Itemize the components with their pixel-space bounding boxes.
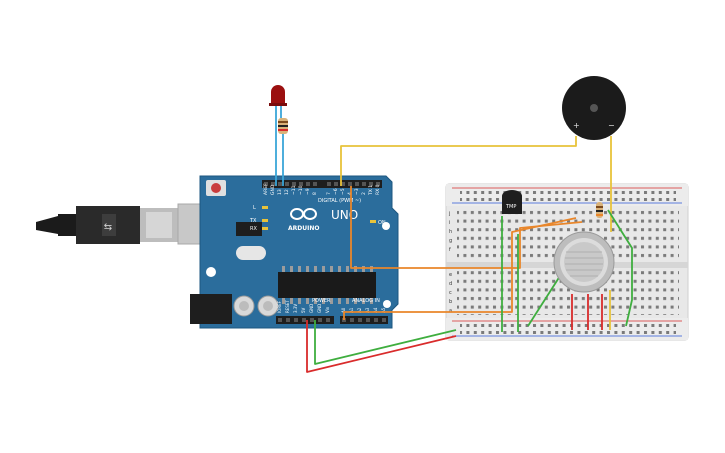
- pin-label: Vin: [325, 306, 330, 313]
- pin-label: A5: [381, 307, 386, 313]
- wires[interactable]: [275, 104, 633, 373]
- digital-header[interactable]: [262, 180, 382, 188]
- pin-label: GND: [270, 184, 276, 195]
- pin-label: 4: [347, 192, 353, 195]
- tmp-sensor-label: TMP: [505, 204, 516, 210]
- pin-label: IOREF: [277, 300, 282, 313]
- atmega-chip: [278, 272, 376, 298]
- digital-header-label: DIGITAL (PWM ~): [318, 198, 361, 204]
- pin-label: ~10: [298, 185, 304, 195]
- wire-green-jumper-3[interactable]: [607, 209, 633, 327]
- pin-label: TX 1: [368, 185, 374, 196]
- pin-label: AREF: [263, 183, 269, 195]
- pin-label: RX 0: [375, 184, 381, 195]
- row-letter: d: [449, 281, 452, 287]
- pin-label: A2: [357, 307, 362, 313]
- pin-label: RESET: [285, 300, 290, 313]
- gas-sensor[interactable]: [553, 231, 615, 293]
- arduino-uno-board[interactable]: AREF GND 13 12 ~11 ~10 ~9 8 7 ~6 ~5 4 ~3…: [190, 175, 399, 329]
- pin-label: ~5: [340, 188, 346, 195]
- buzzer-minus-label: −: [608, 121, 615, 130]
- analog-header[interactable]: [340, 316, 388, 324]
- pin-label: 3.3V: [293, 304, 298, 313]
- pin-label: 7: [326, 192, 332, 195]
- led-on-label: ON: [378, 220, 386, 226]
- row-letter: g: [449, 238, 452, 244]
- row-letter: a: [449, 308, 452, 314]
- pin-label: 13: [277, 189, 283, 195]
- pin-label: 8: [312, 192, 318, 195]
- row-letter: e: [449, 272, 452, 278]
- pin-label: GND: [317, 304, 322, 313]
- model-label: UNO: [331, 208, 358, 222]
- wire-led-cathode[interactable]: [280, 104, 284, 186]
- power-jack[interactable]: [190, 294, 232, 324]
- wire-green-gnd[interactable]: [314, 320, 457, 365]
- led-l-label: L: [253, 205, 256, 211]
- arduino-logo: [290, 208, 317, 220]
- row-letter: b: [449, 299, 452, 305]
- row-letter: h: [449, 229, 452, 235]
- wire-yellow-buzzer-signal[interactable]: [340, 136, 577, 186]
- pin-label: ~3: [354, 188, 360, 195]
- row-letter: f: [449, 247, 451, 253]
- row-letter: c: [449, 290, 452, 296]
- red-led[interactable]: [269, 85, 287, 106]
- analog-header-label: ANALOG IN: [352, 298, 380, 304]
- pin-label: 2: [361, 192, 367, 195]
- pin-label: ~9: [305, 188, 311, 195]
- led-tx-label: TX: [249, 218, 257, 224]
- buzzer-plus-label: +: [573, 121, 580, 130]
- pin-label: 5V: [301, 307, 306, 313]
- wire-red-5v[interactable]: [306, 320, 457, 373]
- row-letter: j: [448, 211, 450, 217]
- pin-label: A1: [349, 307, 354, 313]
- row-letter: i: [449, 220, 450, 226]
- resistor-breadboard[interactable]: [596, 202, 603, 218]
- usb-cable: ⇆: [36, 203, 201, 245]
- led-rx-label: RX: [250, 226, 257, 232]
- pin-label: A3: [365, 307, 370, 313]
- pin-label: GND: [309, 304, 314, 313]
- pin-label: ~6: [333, 188, 339, 195]
- power-header-label: POWER: [312, 298, 331, 304]
- wire-orange-analog[interactable]: [343, 217, 577, 320]
- pin-label: A4: [373, 307, 378, 313]
- pin-label: 12: [284, 189, 290, 195]
- pin-label: A0: [341, 307, 346, 313]
- resistor-led[interactable]: [278, 118, 288, 134]
- wire-green-jumper-2[interactable]: [527, 275, 561, 327]
- tmp-sensor[interactable]: TMP: [502, 190, 522, 214]
- brand-label: ARDUINO: [288, 225, 319, 232]
- piezo-buzzer[interactable]: + −: [562, 76, 626, 140]
- pin-label: ~11: [291, 185, 297, 195]
- svg-text:⇆: ⇆: [104, 222, 112, 233]
